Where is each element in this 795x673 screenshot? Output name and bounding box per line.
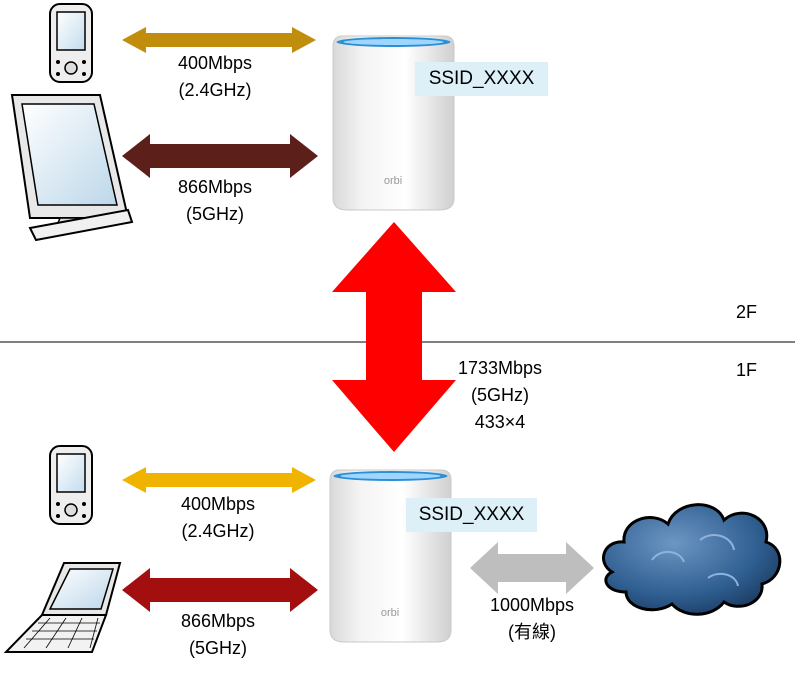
top-24-band: (2.4GHz) bbox=[178, 80, 252, 100]
backhaul-detail: 433×4 bbox=[474, 412, 526, 432]
floor-upper-label: 2F bbox=[736, 302, 758, 322]
arrow-2-4ghz-bottom bbox=[122, 467, 316, 493]
top-24-speed: 400Mbps bbox=[177, 53, 253, 73]
cloud-icon bbox=[602, 503, 782, 616]
arrow-wired bbox=[470, 542, 594, 594]
wired-label: 1000Mbps (有線) bbox=[466, 592, 598, 646]
ssid-bottom: SSID_XXXX bbox=[406, 498, 537, 532]
pda-icon bbox=[49, 3, 93, 83]
router-logo-top: orbi bbox=[384, 175, 402, 187]
router-logo-bottom: orbi bbox=[381, 607, 399, 619]
floor-lower-label: 1F bbox=[736, 360, 758, 380]
backhaul-label: 1733Mbps (5GHz) 433×4 bbox=[430, 355, 570, 436]
laptop-icon bbox=[3, 562, 122, 653]
arrow-2-4ghz-top bbox=[122, 27, 316, 53]
router-bottom: orbi bbox=[329, 469, 452, 643]
bottom-24-label: 400Mbps (2.4GHz) bbox=[150, 491, 286, 545]
top-24-label: 400Mbps (2.4GHz) bbox=[150, 50, 280, 104]
bottom-5-speed: 866Mbps bbox=[180, 611, 256, 631]
wired-speed: 1000Mbps bbox=[489, 595, 575, 615]
top-5-label: 866Mbps (5GHz) bbox=[150, 174, 280, 228]
ssid-top: SSID_XXXX bbox=[415, 62, 548, 96]
wired-medium: (有線) bbox=[508, 622, 556, 642]
pda-icon-bottom bbox=[49, 445, 93, 525]
monitor-icon bbox=[10, 94, 134, 242]
backhaul-band: (5GHz) bbox=[471, 385, 529, 405]
arrow-5ghz-bottom bbox=[122, 568, 318, 612]
top-5-band: (5GHz) bbox=[186, 204, 244, 224]
bottom-5-label: 866Mbps (5GHz) bbox=[150, 608, 286, 662]
backhaul-speed: 1733Mbps bbox=[457, 358, 543, 378]
bottom-24-band: (2.4GHz) bbox=[181, 521, 255, 541]
arrow-5ghz-top bbox=[122, 134, 318, 178]
backhaul-arrow bbox=[332, 222, 456, 452]
bottom-24-speed: 400Mbps bbox=[180, 494, 256, 514]
top-5-speed: 866Mbps bbox=[177, 177, 253, 197]
bottom-5-band: (5GHz) bbox=[189, 638, 247, 658]
